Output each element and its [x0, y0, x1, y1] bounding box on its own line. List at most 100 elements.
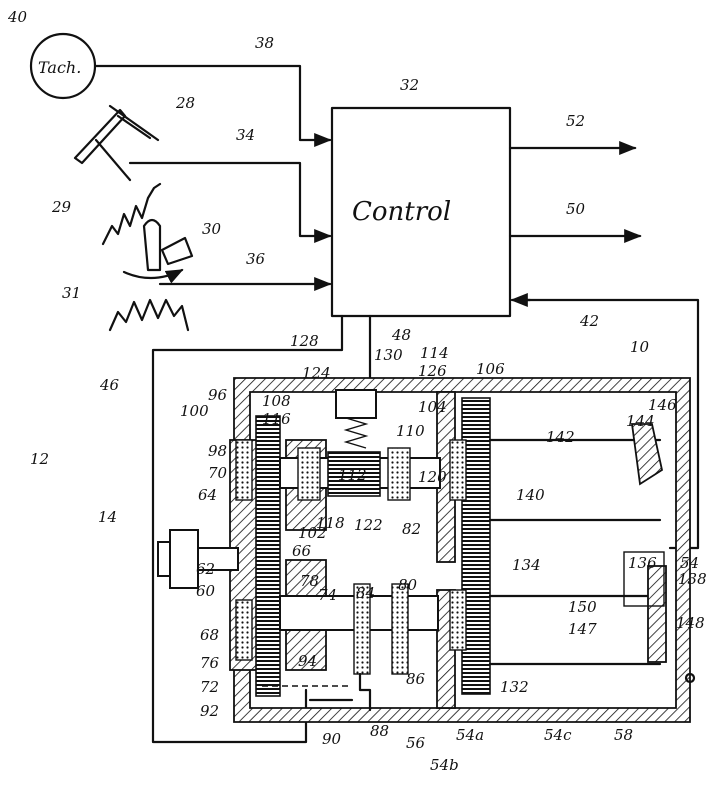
clutch-80	[391, 583, 409, 675]
ref-54a: 54a	[456, 726, 484, 744]
ref-114: 114	[420, 344, 449, 362]
bearing-132	[449, 589, 467, 651]
control-rect	[330, 106, 512, 318]
ref-50: 50	[566, 200, 586, 218]
input-shaft	[157, 529, 239, 589]
ref-147: 147	[568, 620, 597, 638]
gear-96	[255, 415, 281, 697]
ref-136: 136	[628, 554, 657, 572]
sensor-144	[630, 423, 664, 486]
ref-94: 94	[298, 652, 317, 670]
ref-132: 132	[500, 678, 529, 696]
ref-148: 148	[676, 614, 705, 632]
clutch-84	[353, 583, 371, 675]
control-box: Control	[330, 106, 512, 318]
line-46	[151, 314, 344, 744]
ref-78: 78	[300, 572, 319, 590]
ref-31: 31	[62, 284, 81, 302]
ref-128: 128	[290, 332, 319, 350]
spring-126	[343, 417, 369, 449]
ref-106: 106	[476, 360, 505, 378]
pedal-bar	[73, 108, 127, 165]
ref-110: 110	[396, 422, 425, 440]
ref-56: 56	[406, 734, 426, 752]
ref-150: 150	[568, 598, 597, 616]
bearing-106	[449, 439, 467, 501]
ref-86: 86	[406, 670, 426, 688]
ref-68: 68	[200, 626, 219, 644]
ref-112: 112	[338, 466, 367, 484]
tach-label: Tach.	[38, 58, 81, 77]
ref-60: 60	[196, 582, 216, 600]
control-label: Control	[352, 197, 451, 227]
ref-34: 34	[236, 126, 255, 144]
bearing-98	[235, 439, 253, 501]
input-flange	[169, 529, 199, 589]
ref-46: 46	[99, 376, 120, 394]
ref-116: 116	[262, 410, 291, 428]
ref-96: 96	[208, 386, 228, 404]
ref-98: 98	[208, 442, 227, 460]
box-136	[623, 551, 665, 607]
ref-14: 14	[98, 508, 117, 526]
ref-122: 122	[354, 516, 383, 534]
ref-142: 142	[546, 428, 575, 446]
ref-70: 70	[208, 464, 228, 482]
ref-88: 88	[370, 722, 389, 740]
clutch-108	[297, 447, 321, 501]
ref-118: 118	[316, 514, 345, 532]
ref-140: 140	[516, 486, 545, 504]
ref-64: 64	[198, 486, 217, 504]
resistor-31	[108, 298, 190, 332]
ref-10: 10	[630, 338, 650, 356]
line-34	[128, 161, 332, 244]
ref-82: 82	[402, 520, 421, 538]
ref-66: 66	[292, 542, 312, 560]
tachometer: Tach.	[29, 32, 97, 100]
ref-30: 30	[202, 220, 222, 238]
ref-74: 74	[318, 586, 337, 604]
actuator-130	[335, 389, 377, 419]
ref-90: 90	[322, 730, 342, 748]
output-shafts	[488, 438, 662, 666]
ref-76: 76	[200, 654, 220, 672]
line-38	[93, 64, 332, 148]
lever-motion	[122, 268, 184, 284]
ref-104: 104	[418, 398, 447, 416]
ref-138: 138	[678, 570, 707, 588]
reference-numerals: 40 38 32 52 28 34 29 50 30 36 31 42 128 …	[7, 8, 707, 774]
ref-124: 124	[302, 364, 331, 382]
ref-62: 62	[196, 560, 215, 578]
clutch-112	[327, 451, 381, 497]
ref-38: 38	[255, 34, 274, 52]
ref-58: 58	[614, 726, 633, 744]
brake-lever	[122, 218, 194, 284]
input-flange-outer	[157, 541, 171, 577]
terminal	[684, 672, 696, 684]
ref-120: 120	[418, 468, 447, 486]
ref-108: 108	[262, 392, 291, 410]
ref-52: 52	[566, 112, 585, 130]
ref-32: 32	[400, 76, 419, 94]
ref-42: 42	[579, 312, 599, 330]
element-148	[647, 565, 667, 663]
accelerator-pedal	[73, 104, 160, 182]
bearing-68	[235, 599, 253, 661]
line-42	[518, 298, 700, 550]
ref-72: 72	[200, 678, 219, 696]
ref-80: 80	[398, 576, 418, 594]
ref-126: 126	[418, 362, 447, 380]
pedal-arm	[108, 104, 160, 142]
ref-40: 40	[7, 8, 28, 26]
ref-12: 12	[30, 450, 49, 468]
ref-100: 100	[180, 402, 209, 420]
ref-102: 102	[298, 524, 327, 542]
ref-36: 36	[246, 250, 266, 268]
ref-54b: 54b	[430, 756, 459, 774]
pedal-link	[94, 138, 132, 182]
ref-130: 130	[374, 346, 403, 364]
ref-146: 146	[648, 396, 677, 414]
resistor-29	[101, 182, 162, 246]
ref-29: 29	[51, 198, 72, 216]
